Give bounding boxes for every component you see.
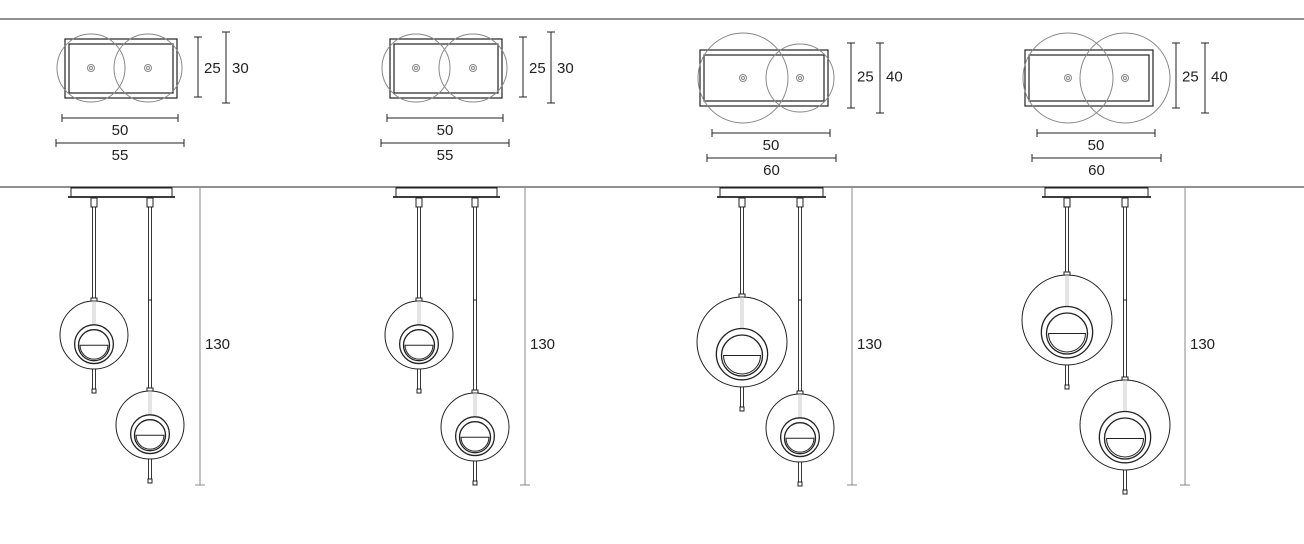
width-outer-dimension-label: 55 [437,147,454,164]
light-source [1048,333,1086,353]
suspension-rod [92,206,96,302]
rod-attachment-point [739,74,747,82]
rod-attachment-point [1066,76,1070,80]
bottom-tip [739,406,745,412]
width-inner-dimension-label: 50 [112,122,129,139]
bottom-rod [417,368,421,392]
light-source [79,344,109,360]
canopy-plan-outer [389,38,503,99]
globe-plan-outline [1022,32,1114,124]
light-source [135,434,165,450]
canopy-elevation [719,187,824,198]
rod-connector [90,197,98,208]
globe-plan-outline [697,32,789,124]
canopy-elevation [1044,187,1149,198]
light-source [1106,438,1144,458]
width-inner-dimension-label: 50 [437,122,454,139]
light-source [404,344,434,360]
rod-attachment-point [412,64,420,72]
suspension-rod [1065,206,1069,276]
rod-connector [738,197,746,208]
bottom-tip [91,388,97,394]
canopy-plan-inner [393,43,499,94]
depth-outer-dimension-label: 40 [1211,69,1228,86]
depth-outer-dimension-label: 30 [232,60,249,77]
bottom-rod [740,386,744,410]
rod-connector [415,197,423,208]
rod-attachment-point [798,76,802,80]
variant-4: 25 40 50 60 130 [1021,32,1228,495]
width-inner-dimension-label: 50 [1088,137,1105,154]
depth-outer-dimension-label: 40 [886,69,903,86]
canopy-elevation [70,187,173,198]
rod-attachment-point [146,66,150,70]
width-outer-dimension-label: 55 [112,147,129,164]
depth-inner-dimension-label: 25 [857,69,874,86]
variant-3: 25 40 50 60 130 [696,32,903,487]
rod-connector [146,197,154,208]
suspension-rod [1123,206,1127,381]
variant-1: 25 30 50 55 130 [55,31,249,486]
bottom-tip [147,478,153,484]
suspension-rod [148,206,152,392]
bottom-tip [472,480,478,486]
bottom-rod [1123,469,1127,493]
canopy-plan-outer [1024,49,1154,107]
canopy-plan-inner [703,54,825,102]
height-dimension-label: 130 [205,336,230,353]
rod-attachment-point [144,64,152,72]
rod-connector [1063,197,1071,208]
bottom-rod [473,460,477,484]
rod-attachment-point [1121,74,1129,82]
globe-plan-outline [381,33,451,103]
canopy-elevation [395,187,498,198]
globe-plan-outline [56,33,126,103]
light-source [460,436,490,452]
depth-inner-dimension-label: 25 [1182,69,1199,86]
suspension-rod [740,206,744,298]
bottom-rod [798,461,802,485]
rod-attachment-point [1123,76,1127,80]
bottom-tip [416,388,422,394]
canopy-plan-outer [64,38,178,99]
bottom-rod [148,458,152,482]
canopy-plan-outer [699,49,829,107]
bottom-tip [1122,489,1128,495]
rod-connector [796,197,804,208]
width-inner-dimension-label: 50 [763,137,780,154]
depth-inner-dimension-label: 25 [204,60,221,77]
width-outer-dimension-label: 60 [763,162,780,179]
bottom-tip [797,481,803,487]
globe-plan-outline [113,33,183,103]
suspension-rod [417,206,421,302]
light-source [723,355,761,375]
rod-connector [471,197,479,208]
globe-plan-outline [765,43,835,113]
bottom-tip [1064,384,1070,390]
rod-attachment-point [471,66,475,70]
depth-inner-dimension-label: 25 [529,60,546,77]
rod-attachment-point [414,66,418,70]
rod-attachment-point [469,64,477,72]
rod-attachment-point [1064,74,1072,82]
rod-attachment-point [89,66,93,70]
width-outer-dimension-label: 60 [1088,162,1105,179]
light-source [785,437,815,453]
rod-attachment-point [741,76,745,80]
variant-2: 25 30 50 55 130 [380,31,574,486]
rod-connector [1121,197,1129,208]
height-dimension-label: 130 [857,336,882,353]
height-dimension-label: 130 [1190,336,1215,353]
globe-plan-outline [1079,32,1171,124]
depth-outer-dimension-label: 30 [557,60,574,77]
rod-attachment-point [796,74,804,82]
globe-plan-outline [438,33,508,103]
bottom-rod [1065,364,1069,388]
bottom-rod [92,368,96,392]
canopy-plan-inner [1028,54,1150,102]
height-dimension-label: 130 [530,336,555,353]
rod-attachment-point [87,64,95,72]
canopy-plan-inner [68,43,174,94]
